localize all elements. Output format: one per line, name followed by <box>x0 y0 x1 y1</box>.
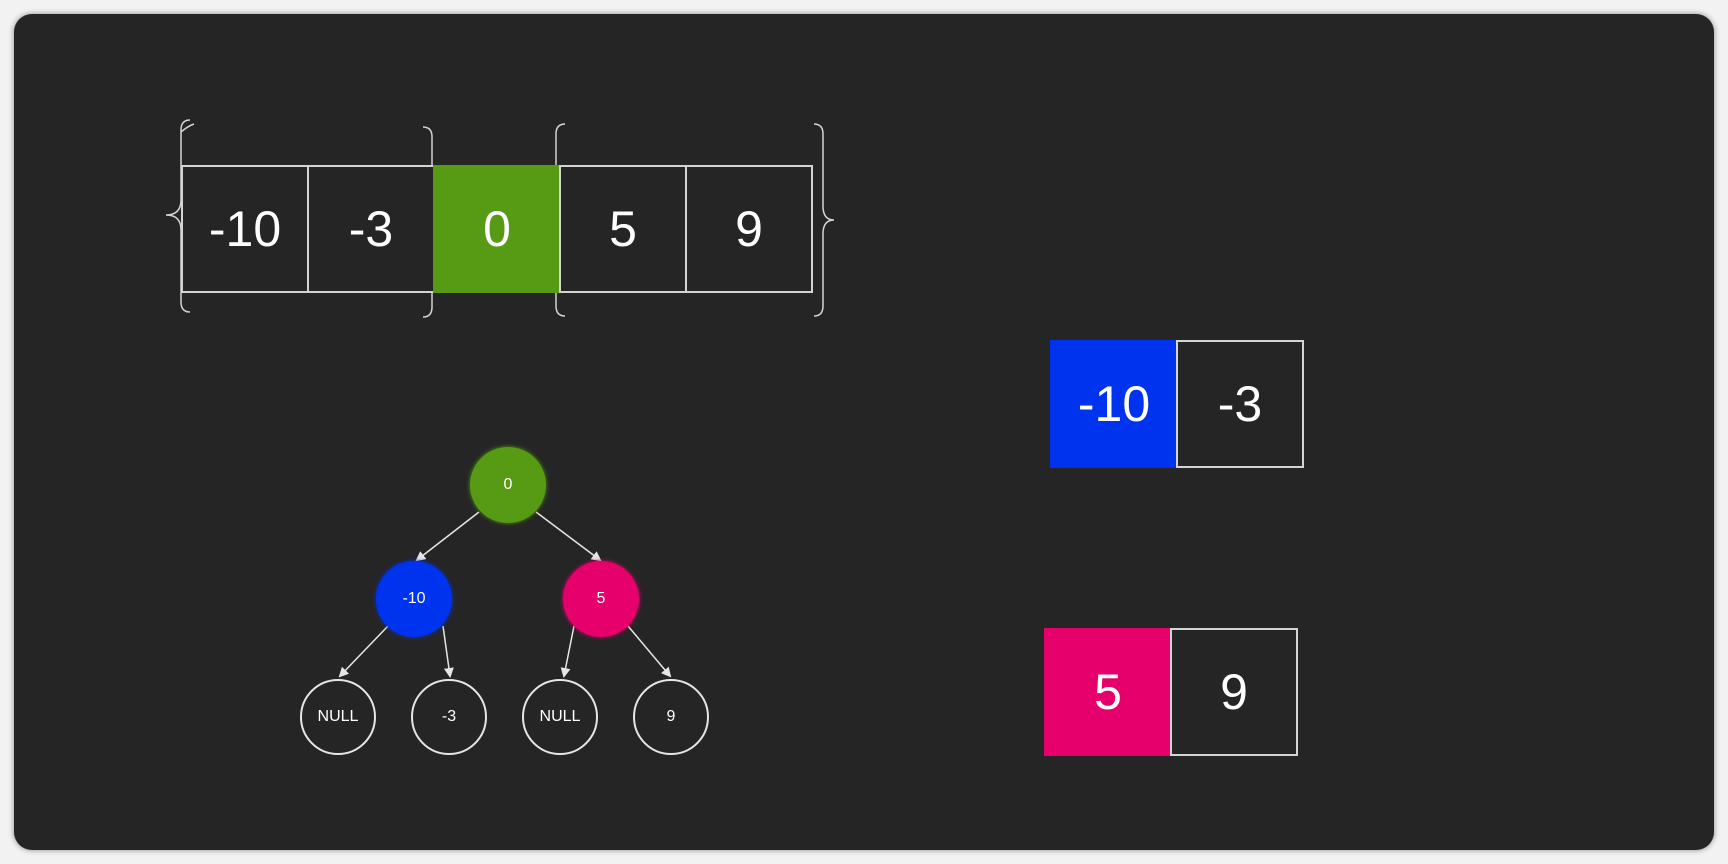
right-part-close-brace <box>813 123 835 317</box>
tree-node-right: 5 <box>563 561 639 637</box>
array-cell-middle: 0 <box>433 165 561 293</box>
left-part-open-brace <box>180 123 195 133</box>
outer-left-brace <box>165 119 191 313</box>
tree-node-right-left: NULL <box>522 679 598 755</box>
tree-node-right-right: 9 <box>633 679 709 755</box>
edge-right-leftleaf <box>560 625 575 678</box>
array-cell: 9 <box>685 165 813 293</box>
tree-node-left-left: NULL <box>300 679 376 755</box>
right-subarray-cell-mid: 5 <box>1044 628 1172 756</box>
tree-node-left: -10 <box>376 561 452 637</box>
array-cell: -3 <box>307 165 435 293</box>
edge-left-rightleaf <box>442 625 454 678</box>
canvas: -10 -3 0 5 9 0 -10 5 NULL -3 NULL 9 -10 … <box>14 14 1714 850</box>
tree-node-left-right: -3 <box>411 679 487 755</box>
right-subarray-cell: 9 <box>1170 628 1298 756</box>
left-subarray-cell: -3 <box>1176 340 1304 468</box>
left-subarray-cell-mid: -10 <box>1050 340 1178 468</box>
edge-root-left <box>415 511 480 562</box>
edge-root-right <box>535 511 602 562</box>
edge-right-rightleaf <box>627 625 672 678</box>
connectors <box>165 119 835 678</box>
array-cell: 5 <box>559 165 687 293</box>
edge-left-leftleaf <box>338 625 389 678</box>
tree-node-root: 0 <box>470 447 546 523</box>
array-cell: -10 <box>181 165 309 293</box>
